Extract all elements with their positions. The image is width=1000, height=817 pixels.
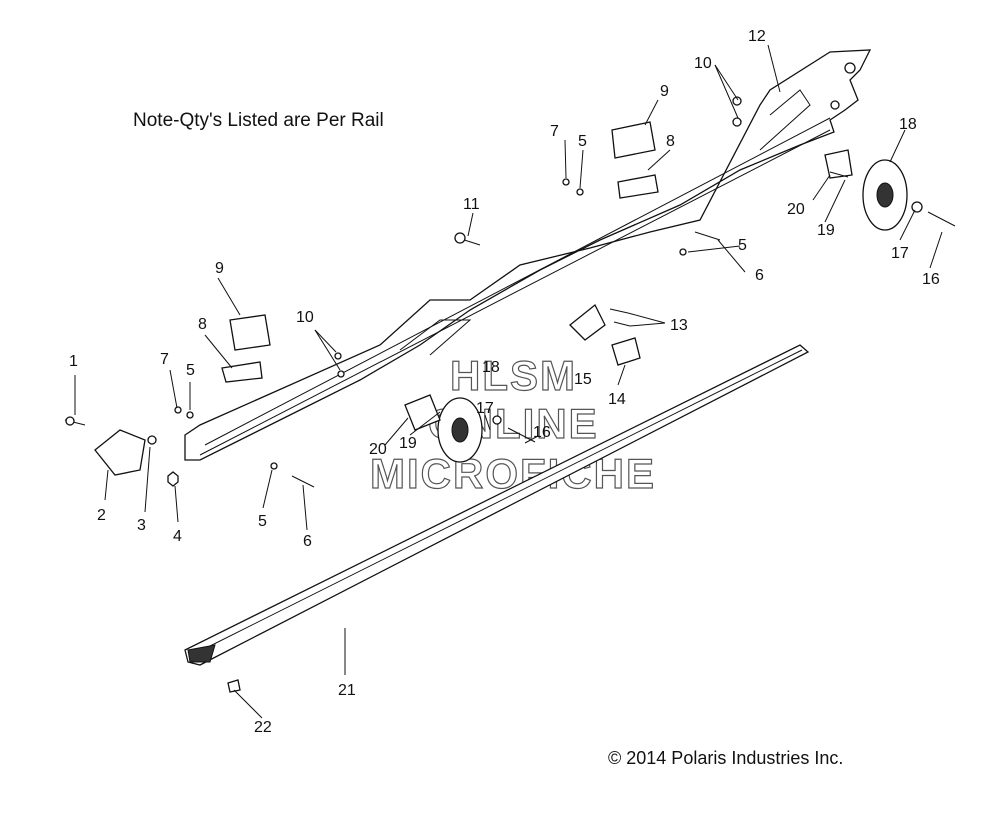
- callout-4: 4: [173, 528, 182, 545]
- callout-18b: 18: [899, 116, 917, 133]
- callout-5d: 5: [738, 237, 747, 254]
- callout-8a: 8: [198, 316, 207, 333]
- callout-8b: 8: [666, 133, 675, 150]
- callout-9a: 9: [215, 260, 224, 277]
- callout-12: 12: [748, 28, 766, 45]
- callout-9b: 9: [660, 83, 669, 100]
- copyright-notice: © 2014 Polaris Industries Inc.: [608, 748, 844, 768]
- callout-19b: 19: [817, 222, 835, 239]
- callout-7b: 7: [550, 123, 559, 140]
- callout-22: 22: [254, 719, 272, 736]
- callout-20a: 20: [369, 441, 387, 458]
- leader-lines: [74, 44, 943, 719]
- callout-2: 2: [97, 507, 106, 524]
- callout-17a: 17: [476, 400, 494, 417]
- spring-mount: [569, 303, 641, 366]
- wear-block-rear: [611, 121, 659, 199]
- callout-17b: 17: [891, 245, 909, 262]
- callout-5c: 5: [578, 133, 587, 150]
- callout-15: 15: [574, 371, 592, 388]
- callout-5b: 5: [258, 513, 267, 530]
- watermark-line-1: HLSM: [449, 351, 577, 399]
- rail-assembly: [184, 49, 872, 461]
- callout-14: 14: [608, 391, 626, 408]
- callout-16a: 16: [533, 424, 551, 441]
- callout-13: 13: [670, 317, 688, 334]
- callout-18a: 18: [482, 359, 500, 376]
- idler-wheel-rear: [824, 149, 908, 231]
- callout-10b: 10: [694, 55, 712, 72]
- callout-6b: 6: [755, 267, 764, 284]
- bumper-block: [94, 429, 146, 476]
- callout-16b: 16: [922, 271, 940, 288]
- diagram-note: Note-Qty's Listed are Per Rail: [133, 110, 384, 131]
- idler-wheel-front: [404, 394, 483, 463]
- callout-21: 21: [338, 682, 356, 699]
- callout-11: 11: [463, 196, 480, 213]
- callout-10a: 10: [296, 309, 314, 326]
- callout-1: 1: [69, 353, 78, 370]
- callout-19a: 19: [399, 435, 417, 452]
- fasteners: [64, 96, 956, 693]
- callout-3: 3: [137, 517, 146, 534]
- callout-5a: 5: [186, 362, 195, 379]
- wear-block-front: [221, 314, 271, 383]
- callout-7a: 7: [160, 351, 169, 368]
- callout-20b: 20: [787, 201, 805, 218]
- callout-labels: 1 2 3 4 5 5 5 5 6 6 7 7 8 8 9 9 10 10 11…: [69, 28, 940, 736]
- slide-rail: [184, 344, 810, 666]
- callout-6a: 6: [303, 533, 312, 550]
